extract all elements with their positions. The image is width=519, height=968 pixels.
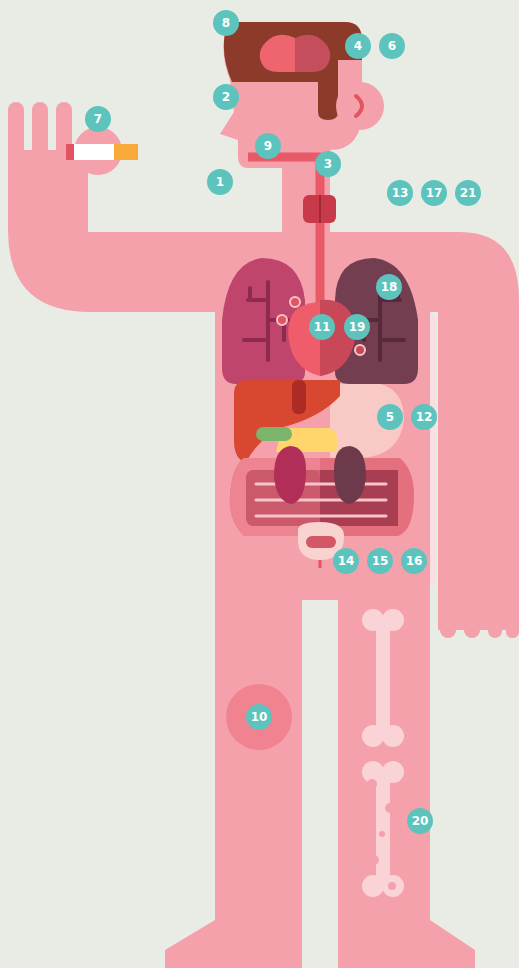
- callout-number: 6: [379, 33, 405, 59]
- callout-number: 7: [85, 106, 111, 132]
- callout-number: 12: [411, 404, 437, 430]
- callout-number: 5: [377, 404, 403, 430]
- callout-number: 14: [333, 548, 359, 574]
- callout-number: 19: [344, 314, 370, 340]
- callout-number: 4: [345, 33, 371, 59]
- callout-number: 17: [421, 180, 447, 206]
- callout-number: 15: [367, 548, 393, 574]
- callout-number: 10: [246, 704, 272, 730]
- callout-number: 11: [309, 314, 335, 340]
- callout-number: 3: [315, 151, 341, 177]
- callout-number: 21: [455, 180, 481, 206]
- callout-number: 13: [387, 180, 413, 206]
- callout-number: 20: [407, 808, 433, 834]
- callout-number: 8: [213, 10, 239, 36]
- callout-number: 16: [401, 548, 427, 574]
- callout-number: 2: [213, 84, 239, 110]
- callout-number: 18: [376, 274, 402, 300]
- callout-number: 1: [207, 169, 233, 195]
- callout-number: 9: [255, 133, 281, 159]
